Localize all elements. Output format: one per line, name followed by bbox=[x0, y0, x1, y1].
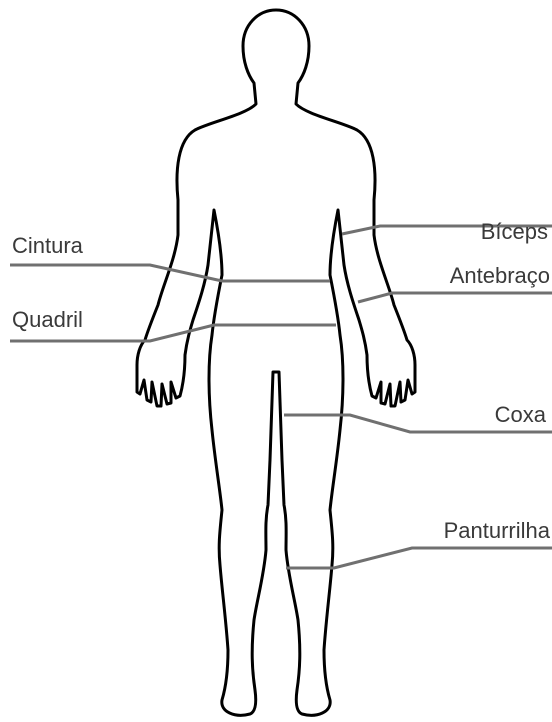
panturrilha-label: Panturrilha bbox=[444, 520, 550, 542]
coxa-label: Coxa bbox=[495, 404, 546, 426]
antebraco-label: Antebraço bbox=[450, 265, 550, 287]
quadril-label: Quadril bbox=[12, 309, 83, 331]
biceps-label: Bíceps bbox=[481, 221, 548, 243]
body-silhouette bbox=[137, 10, 415, 715]
cintura-label: Cintura bbox=[12, 235, 83, 257]
